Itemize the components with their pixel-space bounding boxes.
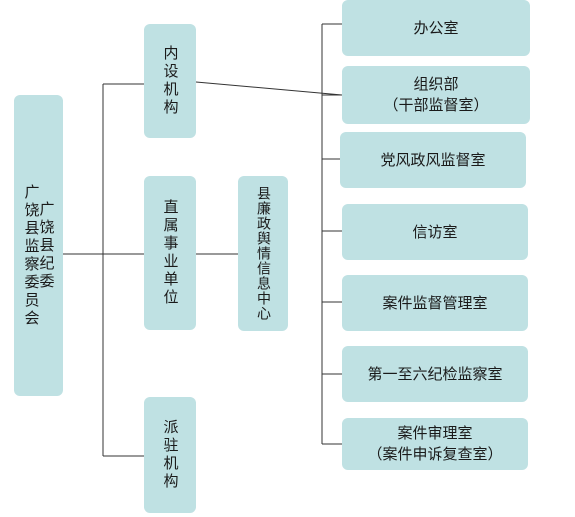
department-organization-label: 组织部 [413,75,459,93]
department-case-review-label: 案件审理室 [397,424,473,442]
department-conduct-supervision-label: 党风政风监督室 [380,150,486,169]
dispatched-agencies-label: 派驻机构 [161,419,180,491]
affiliated-units-node: 直属事业单位 [144,176,196,330]
department-case-supervision-label: 案件监督管理室 [382,293,488,312]
affiliated-units-label: 直属事业单位 [161,199,180,307]
internal-structure-label: 内设机构 [161,45,180,117]
department-office-label: 办公室 [413,18,459,37]
department-petitions: 信访室 [342,204,528,260]
root-label-supervision-commission: 广饶县监察委员会 [22,183,41,328]
department-organization: 组织部 （干部监督室） [342,66,530,124]
department-inspection-rooms: 第一至六纪检监察室 [342,346,528,402]
department-conduct-supervision: 党风政风监督室 [340,132,526,188]
public-opinion-center-label: 县廉政舆情信息中心 [255,186,271,321]
department-case-supervision: 案件监督管理室 [342,275,528,331]
public-opinion-center-node: 县廉政舆情信息中心 [238,176,288,331]
root-label-discipline-commission: 广饶县纪委 [37,200,56,291]
internal-structure-node: 内设机构 [144,24,196,138]
department-office: 办公室 [342,0,530,56]
department-inspection-rooms-label: 第一至六纪检监察室 [367,364,503,383]
department-organization-sublabel: （干部监督室） [383,96,489,114]
dispatched-agencies-node: 派驻机构 [144,397,196,513]
root-node: 广饶县纪委 广饶县监察委员会 [14,95,63,396]
internal-to-departments-line [195,81,343,96]
department-petitions-label: 信访室 [412,222,458,241]
department-case-review-sublabel: （案件申诉复查室） [367,445,503,463]
department-case-review: 案件审理室 （案件申诉复查室） [342,418,528,470]
